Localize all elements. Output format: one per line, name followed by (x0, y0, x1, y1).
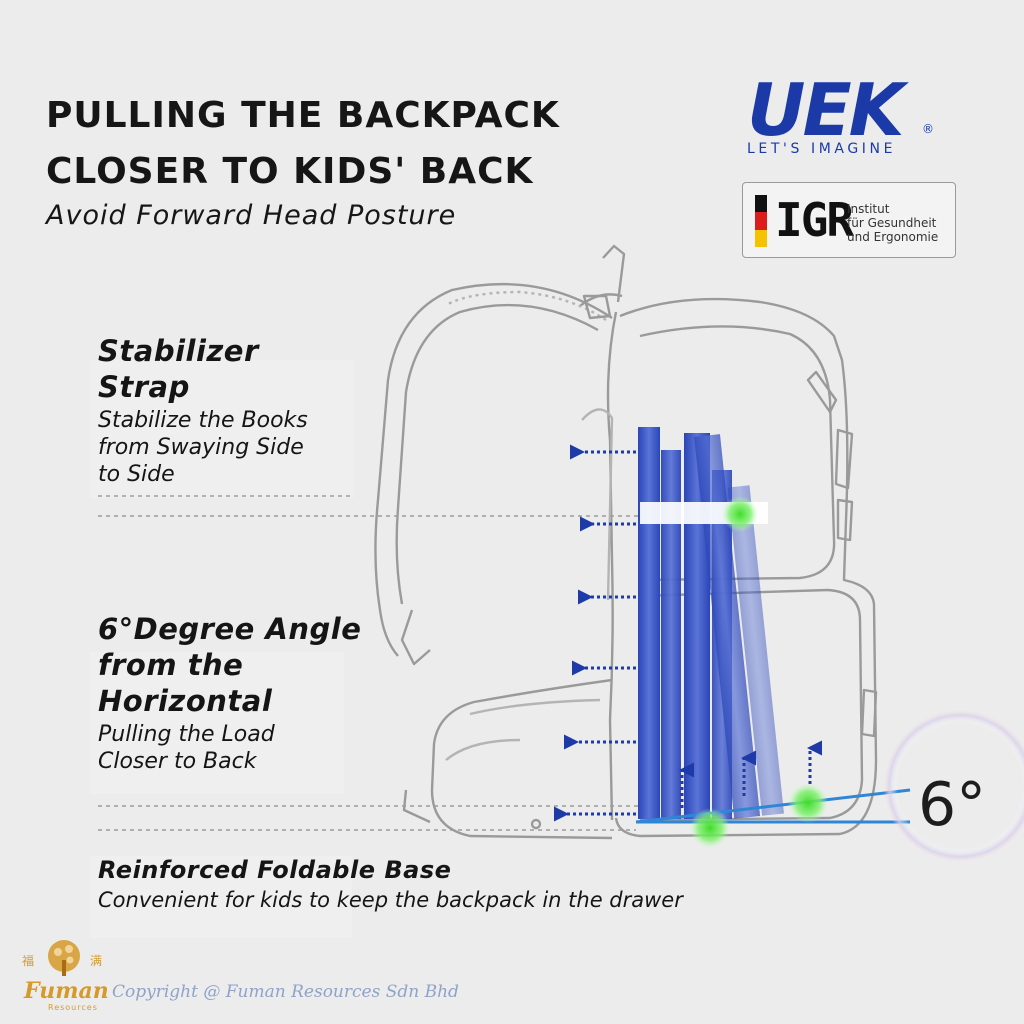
tree-icon (48, 940, 80, 976)
igr-full-name: Institut für Gesundheit und Ergonomie (847, 202, 938, 244)
callout-title: Reinforced Foldable Base (98, 855, 683, 885)
contact-points (690, 496, 828, 848)
callout-stabilizer-strap: Stabilizer Strap Stabilize the Books fro… (98, 333, 308, 488)
callout-foldable-base: Reinforced Foldable Base Convenient for … (98, 855, 683, 914)
callout-title-line: 6°Degree Angle (98, 612, 362, 646)
fuman-logo-sub: Resources (48, 1003, 98, 1012)
callout-title-line: from the (98, 648, 244, 682)
title-line-1: PULLING THE BACKPACK (46, 95, 560, 136)
page-subtitle: Avoid Forward Head Posture (46, 200, 457, 231)
callout-title-line: Stabilizer (98, 334, 259, 368)
igr-certification-badge: IGR Institut für Gesundheit und Ergonomi… (742, 182, 956, 258)
angle-label: 6° (918, 770, 987, 840)
callout-panels (90, 360, 354, 938)
uek-logo: UEK (747, 68, 904, 152)
igr-line-2: für Gesundheit (847, 216, 937, 230)
backpack-outline (374, 244, 878, 840)
books (638, 427, 784, 819)
callout-desc-line: Convenient for kids to keep the backpack… (98, 888, 683, 912)
igr-abbr: IGR (775, 193, 854, 247)
callout-desc-line: from Swaying Side (98, 435, 304, 460)
logo-char-left: 福 (22, 954, 35, 968)
callout-title-line: Strap (98, 370, 190, 404)
guide-lines (98, 495, 640, 831)
callout-desc-line: Stabilize the Books (98, 408, 308, 433)
fuman-logo-text: Fuman (24, 978, 109, 1004)
callout-degree-angle: 6°Degree Angle from the Horizontal Pulli… (98, 611, 361, 775)
callout-description: Stabilize the Books from Swaying Side to… (98, 407, 308, 488)
callout-title: 6°Degree Angle from the Horizontal (98, 611, 361, 719)
page-title: PULLING THE BACKPACK CLOSER TO KIDS' BAC… (46, 88, 560, 200)
callout-desc-line: Pulling the Load (98, 722, 275, 747)
german-flag-icon (755, 195, 767, 247)
registered-mark: ® (922, 122, 934, 136)
title-line-2: CLOSER TO KIDS' BACK (46, 151, 534, 192)
callout-description: Pulling the Load Closer to Back (98, 721, 361, 775)
angle-lines (635, 788, 911, 824)
igr-line-3: und Ergonomie (847, 230, 939, 244)
igr-line-1: Institut (847, 202, 890, 216)
callout-title: Stabilizer Strap (98, 333, 308, 405)
callout-title-line: Horizontal (98, 684, 273, 718)
callout-title-line: Reinforced Foldable Base (98, 856, 452, 884)
callout-desc-line: to Side (98, 462, 175, 487)
copyright-notice: Copyright @ Fuman Resources Sdn Bhd (112, 982, 459, 1002)
lift-arrows (679, 740, 822, 808)
callout-description: Convenient for kids to keep the backpack… (98, 887, 683, 914)
logo-char-right: 满 (90, 954, 103, 968)
pull-arrows (554, 444, 636, 822)
uek-tagline: LET'S IMAGINE (747, 141, 897, 157)
angle-bubble (884, 710, 1024, 862)
callout-desc-line: Closer to Back (98, 749, 257, 774)
